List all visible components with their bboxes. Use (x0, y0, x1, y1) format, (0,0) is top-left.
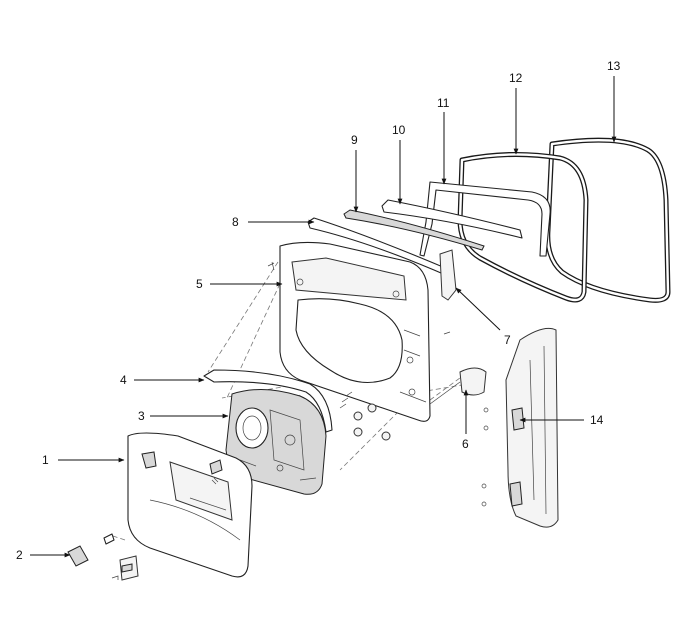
part-11-door-frame-channel (419, 181, 551, 257)
part-7-delta-trim (439, 249, 457, 301)
callout-3: 3 (138, 409, 145, 423)
callout-13: 13 (607, 59, 621, 73)
part-6-outside-mirror-cover (429, 367, 487, 405)
part-9-strip (343, 209, 485, 251)
part-12-glass-run (457, 151, 589, 303)
callout-7: 7 (504, 333, 511, 347)
leader-lines (30, 76, 617, 558)
callout-1: 1 (42, 453, 49, 467)
callout-14: 14 (590, 413, 604, 427)
callout-5: 5 (196, 277, 203, 291)
callout-4: 4 (120, 373, 127, 387)
callout-10: 10 (392, 123, 406, 137)
part-14-door-hinge (481, 327, 559, 528)
leader-7 (455, 287, 501, 331)
callout-6: 6 (462, 437, 469, 451)
fasteners (103, 459, 223, 581)
part-2-handle-cover (67, 545, 89, 567)
callout-8: 8 (232, 215, 239, 229)
part-4-trim-garnish (203, 369, 333, 433)
callout-labels: 1 2 3 4 5 6 7 8 9 10 11 12 13 14 (16, 59, 621, 562)
callout-2: 2 (16, 548, 23, 562)
part-10-belt-strip (381, 199, 523, 239)
part-5-door-panel (267, 241, 451, 441)
part-13-door-weatherstrip (545, 137, 671, 303)
callout-11: 11 (437, 96, 450, 110)
callout-12: 12 (509, 71, 523, 85)
callout-9: 9 (351, 133, 358, 147)
